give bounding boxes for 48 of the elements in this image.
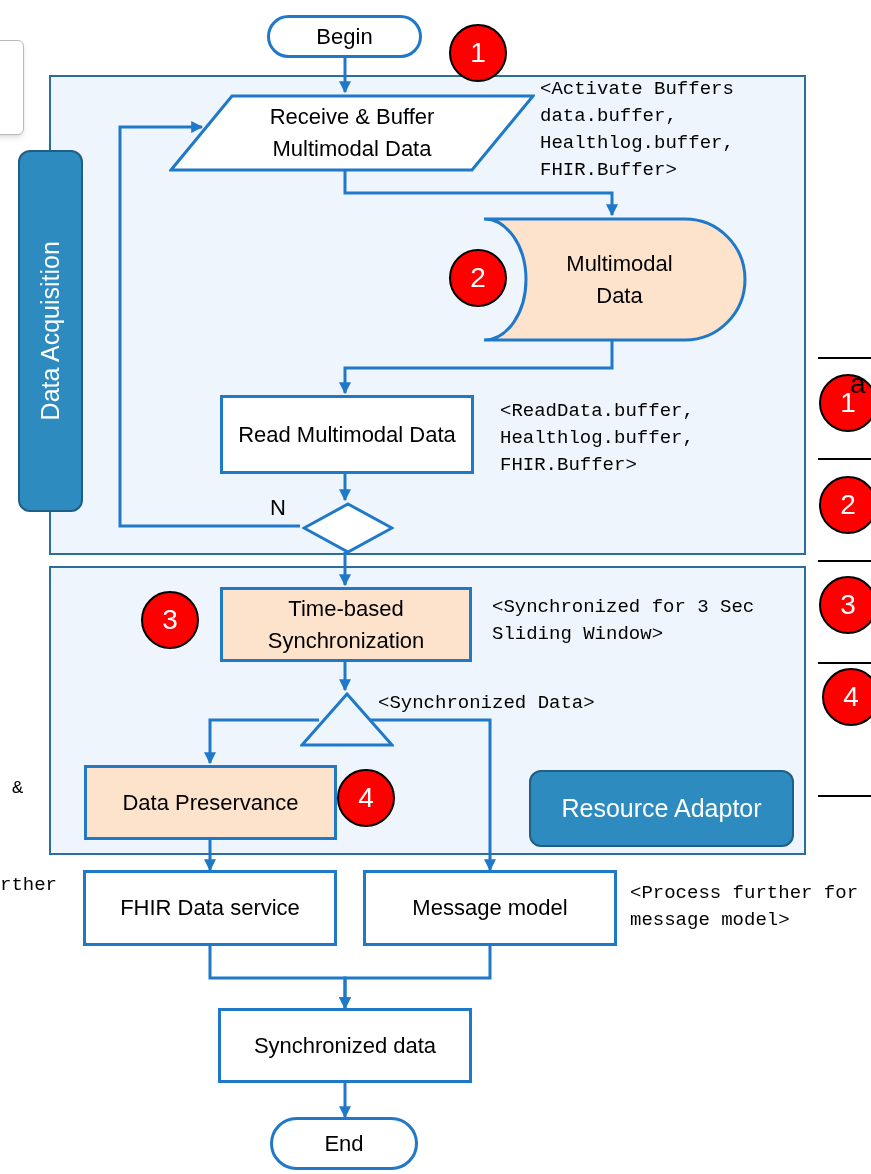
arrow: [339, 552, 351, 587]
callout-number: 3: [819, 576, 871, 634]
node-text: Synchronized data: [253, 1031, 437, 1060]
arrow: [118, 121, 300, 528]
arrow: [339, 58, 351, 94]
callout-number: 2: [819, 476, 871, 534]
process-box: [83, 870, 337, 946]
node-text: Multimodal Data: [565, 249, 674, 310]
annotation-text: <ReadData.buffer, Healthlog.buffer, FHIR.Buffer>: [500, 399, 695, 478]
group-panel: [49, 566, 806, 855]
node-text: Read Multimodal Data: [238, 420, 456, 449]
label-text: &: [12, 776, 24, 800]
arrow: [204, 718, 319, 765]
process-box: [220, 395, 474, 474]
annotation-text: <Activate Buffers data.buffer, Healthlog.buffer, FHIR.Buffer>: [540, 77, 735, 183]
node-text: Data Preservance: [122, 788, 299, 817]
process-box: [363, 870, 617, 946]
arrow: [371, 718, 496, 872]
process-box: [218, 1008, 472, 1083]
arrow: [339, 472, 351, 502]
node-text: Begin: [316, 22, 373, 51]
arrow: [339, 340, 614, 395]
label-text: rther: [0, 873, 57, 897]
annotation-text: <Synchronized Data>: [378, 691, 596, 716]
arrow: [339, 1083, 351, 1119]
node-text: FHIR Data service: [120, 894, 300, 922]
process-box: [220, 587, 472, 662]
input-parallelogram: [169, 94, 535, 172]
terminal-pill: [270, 1117, 418, 1170]
adaptor-box: [529, 770, 794, 847]
arrow: [343, 170, 618, 217]
annotation-text: <Synchronized for 3 Sec Sliding Window>: [492, 595, 756, 647]
arrow: [204, 838, 216, 872]
node-text: Receive & Buffer Multimodal Data: [268, 103, 436, 163]
callout-number: 4: [822, 668, 871, 726]
terminal-pill: [267, 15, 422, 58]
node-text: Message model: [412, 894, 568, 922]
process-box: [84, 765, 337, 840]
annotation-text: <Process further for message model>: [630, 881, 860, 933]
arrow: [339, 946, 492, 1010]
vertical-tab: [18, 150, 83, 512]
node-text: Resource Adaptor: [561, 792, 762, 824]
callout-number: 1: [449, 24, 507, 82]
node-text: Time-based Synchronization: [266, 594, 426, 655]
arrow: [339, 660, 351, 692]
node-text: Data Acquisition: [35, 241, 64, 421]
decision-diamond: [302, 502, 394, 554]
node-text: End: [324, 1129, 364, 1158]
